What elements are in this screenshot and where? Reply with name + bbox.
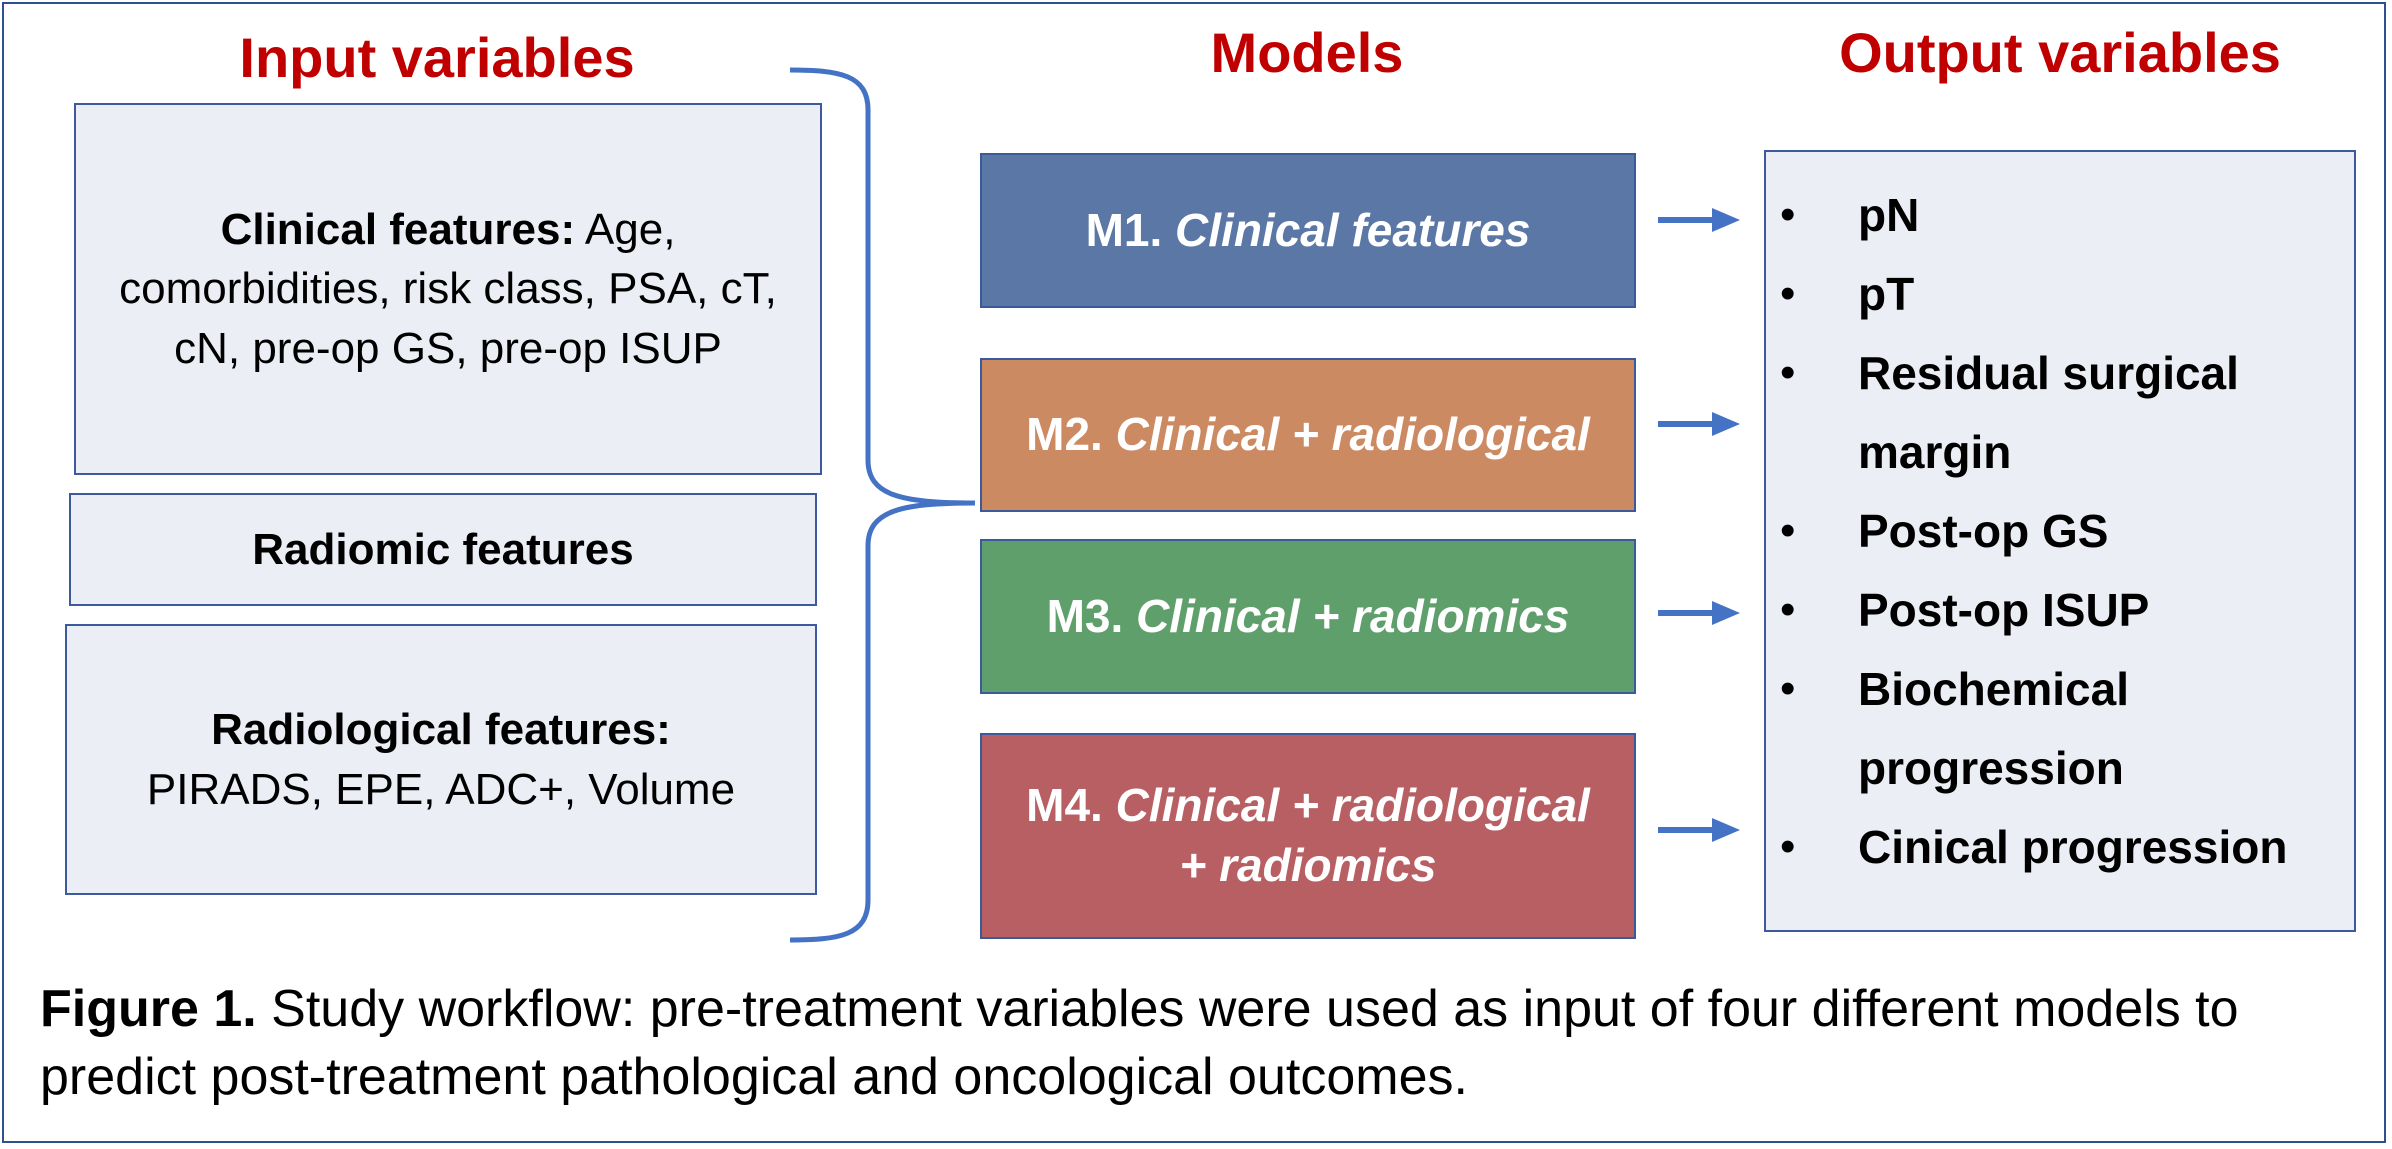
caption-text: Study workflow: pre-treatment variables … [40, 980, 2239, 1106]
output-bullet: • [1780, 822, 1796, 871]
output-item-residual-margin-line2: margin [1858, 426, 2012, 478]
model-m4-name-line2: + radiomics [1179, 839, 1437, 891]
output-item-residual-margin: Residual surgical [1858, 347, 2239, 399]
clinical-features-text: Clinical features: Age, comorbidities, r… [94, 200, 802, 378]
output-item-postop-isup: Post-op ISUP [1858, 584, 2150, 636]
model-m3-name: Clinical + radiomics [1136, 589, 1570, 642]
caption-label: Figure 1. [40, 980, 257, 1038]
input-brace [789, 67, 976, 943]
output-item-biochemical-line2: progression [1858, 742, 2124, 794]
output-item-clinical-progression: Cinical progression [1858, 821, 2288, 873]
models-heading: Models [1210, 21, 1404, 84]
radiological-features-list: PIRADS, EPE, ADC+, Volume [146, 764, 736, 814]
model-m2-id: M2. [1026, 408, 1103, 461]
output-variables-box: • pN • pT • Residual surgical margin • P… [1764, 150, 2356, 932]
radiomic-features-label: Radiomic features [252, 524, 634, 574]
clinical-features-list: Age, comorbidities, risk class, PSA, cT,… [119, 204, 777, 373]
output-bullet: • [1780, 664, 1796, 713]
output-item-pn: pN [1858, 189, 1920, 241]
arrow-m3 [1658, 601, 1740, 625]
output-bullet: • [1780, 269, 1796, 318]
output-item-biochemical: Biochemical [1858, 663, 2129, 715]
arrow-m2 [1658, 412, 1740, 436]
output-item-pt: pT [1858, 268, 1915, 320]
output-item-postop-gs: Post-op GS [1858, 505, 2109, 557]
model-m4-name: Clinical + radiological [1115, 779, 1590, 832]
output-bullet: • [1780, 506, 1796, 555]
model-m3-box: M3. Clinical + radiomics [980, 539, 1636, 694]
model-m1-id: M1. [1085, 203, 1163, 256]
output-bullet: • [1780, 348, 1796, 397]
radiological-features-box: Radiological features: PIRADS, EPE, ADC+… [65, 624, 817, 895]
clinical-features-label: Clinical features: [220, 204, 576, 254]
figure-caption: Figure 1. Study workflow: pre-treatment … [40, 975, 2360, 1111]
model-m2-box: M2. Clinical + radiological [980, 358, 1636, 512]
model-m1-name: Clinical features [1175, 203, 1531, 256]
model-m4-id: M4. [1026, 779, 1103, 832]
arrow-m4 [1658, 818, 1740, 842]
output-bullet: • [1780, 190, 1796, 239]
model-m3-id: M3. [1046, 589, 1124, 642]
clinical-features-box: Clinical features: Age, comorbidities, r… [74, 103, 822, 475]
radiological-features-label: Radiological features: [211, 705, 671, 755]
output-bullet: • [1780, 585, 1796, 634]
model-m4-box: M4. Clinical + radiological + radiomics [980, 733, 1636, 939]
input-variables-heading: Input variables [239, 26, 635, 89]
model-m2-name: Clinical + radiological [1115, 408, 1590, 461]
arrow-m1 [1658, 208, 1740, 232]
model-m1-box: M1. Clinical features [980, 153, 1636, 308]
radiomic-features-box: Radiomic features [69, 493, 817, 606]
output-variables-heading: Output variables [1839, 21, 2281, 84]
